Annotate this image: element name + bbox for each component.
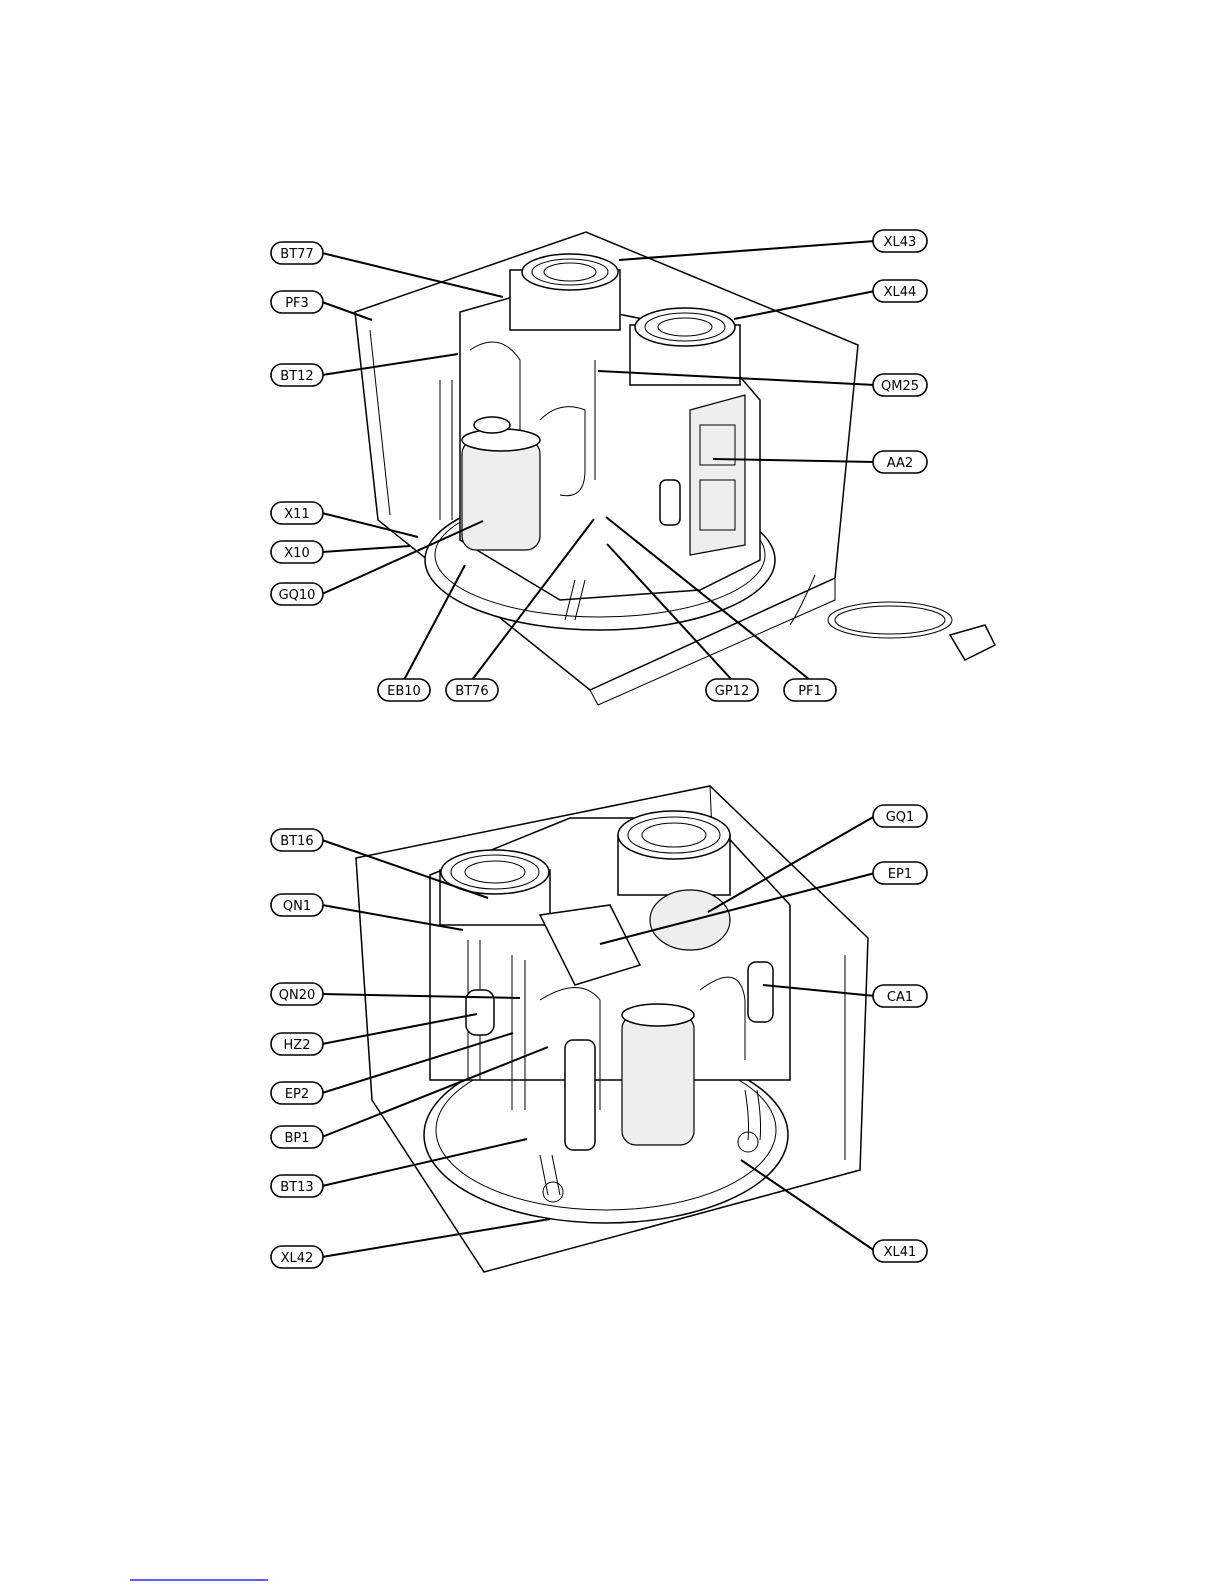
svg-text:XL43: XL43 <box>884 235 917 250</box>
svg-text:CA1: CA1 <box>887 990 913 1005</box>
label-EP1: EP1 <box>873 862 927 884</box>
svg-text:XL42: XL42 <box>281 1251 314 1266</box>
label-AA2: AA2 <box>873 451 927 473</box>
svg-text:QN1: QN1 <box>283 899 311 914</box>
label-EB10: EB10 <box>378 679 430 701</box>
label-XL42: XL42 <box>271 1246 323 1268</box>
label-HZ2: HZ2 <box>271 1033 323 1055</box>
label-BP1: BP1 <box>271 1126 323 1148</box>
label-QN20: QN20 <box>271 983 323 1005</box>
label-BT12: BT12 <box>271 364 323 386</box>
svg-text:X11: X11 <box>284 507 309 522</box>
svg-text:GQ1: GQ1 <box>886 810 915 825</box>
label-EP2: EP2 <box>271 1082 323 1104</box>
label-BT13: BT13 <box>271 1175 323 1197</box>
svg-text:QM25: QM25 <box>881 379 919 394</box>
label-GQ1: GQ1 <box>873 805 927 827</box>
svg-text:BP1: BP1 <box>284 1131 309 1146</box>
svg-text:BT16: BT16 <box>280 834 313 849</box>
label-XL41: XL41 <box>873 1240 927 1262</box>
label-GQ10: GQ10 <box>271 583 323 605</box>
svg-text:HZ2: HZ2 <box>284 1038 311 1053</box>
svg-text:PF3: PF3 <box>285 296 309 311</box>
svg-text:EP2: EP2 <box>285 1087 309 1102</box>
svg-text:XL44: XL44 <box>884 285 917 300</box>
svg-text:PF1: PF1 <box>798 684 822 699</box>
label-X10: X10 <box>271 541 323 563</box>
svg-text:BT76: BT76 <box>455 684 488 699</box>
label-BT77: BT77 <box>271 242 323 264</box>
label-PF3: PF3 <box>271 291 323 313</box>
svg-text:EP1: EP1 <box>888 867 912 882</box>
svg-text:BT13: BT13 <box>280 1180 313 1195</box>
label-QM25: QM25 <box>873 374 927 396</box>
unit-drawing-bottom <box>356 786 868 1272</box>
svg-text:BT77: BT77 <box>280 247 313 262</box>
label-BT76: BT76 <box>446 679 498 701</box>
svg-text:EB10: EB10 <box>387 684 421 699</box>
label-QN1: QN1 <box>271 894 323 916</box>
label-XL43: XL43 <box>873 230 927 252</box>
label-GP12: GP12 <box>706 679 758 701</box>
label-XL44: XL44 <box>873 280 927 302</box>
label-BT16: BT16 <box>271 829 323 851</box>
svg-text:GP12: GP12 <box>715 684 749 699</box>
svg-text:QN20: QN20 <box>279 988 316 1003</box>
svg-text:XL41: XL41 <box>884 1245 917 1260</box>
svg-text:BT12: BT12 <box>280 369 313 384</box>
label-X11: X11 <box>271 502 323 524</box>
label-CA1: CA1 <box>873 985 927 1007</box>
svg-text:GQ10: GQ10 <box>279 588 316 603</box>
label-PF1: PF1 <box>784 679 836 701</box>
svg-text:AA2: AA2 <box>887 456 913 471</box>
svg-text:X10: X10 <box>284 546 309 561</box>
